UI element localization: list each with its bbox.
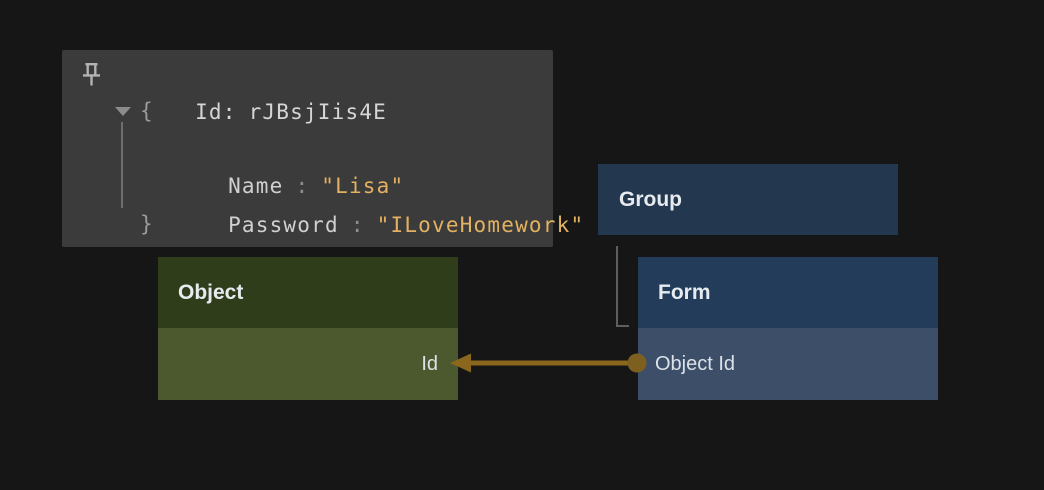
field-label-object-id: Object Id: [655, 352, 736, 375]
node-group-header[interactable]: Group: [598, 164, 898, 235]
node-form-field-object-id[interactable]: Object Id: [638, 328, 938, 400]
node-group-title: Group: [619, 187, 682, 211]
json-close-brace: }: [140, 212, 154, 236]
pin-icon[interactable]: [81, 62, 102, 88]
field-label-id: Id: [421, 352, 438, 375]
node-object-field-id[interactable]: Id: [158, 328, 458, 400]
json-open-brace: {: [140, 99, 154, 123]
node-object[interactable]: Object Id: [158, 257, 458, 400]
node-object-title: Object: [178, 280, 244, 304]
json-key: Password: [228, 213, 339, 237]
json-field-name: Name: "Lisa": [145, 129, 404, 198]
indent-guide-line: [121, 122, 123, 208]
json-key: Name: [228, 174, 284, 198]
node-form-header[interactable]: Form: [638, 257, 938, 328]
json-string-value: "Lisa": [321, 174, 405, 198]
node-group[interactable]: Group: [598, 164, 898, 235]
collapse-expander-icon[interactable]: [115, 107, 131, 116]
node-form[interactable]: Form Object Id: [638, 257, 938, 400]
json-field-password: Password: "ILoveHomework": [145, 168, 584, 237]
group-form-connector-horizontal: [616, 325, 629, 327]
json-colon: :: [295, 174, 310, 198]
node-form-title: Form: [658, 280, 711, 304]
node-object-header[interactable]: Object: [158, 257, 458, 328]
group-form-connector-vertical: [616, 246, 618, 326]
json-string-value: "ILoveHomework": [376, 213, 585, 237]
tooltip-id-label: Id:: [195, 100, 237, 124]
tooltip-id-value: rJBsjIis4E: [248, 100, 388, 124]
pinned-tooltip-panel: Id: rJBsjIis4E { Name: "Lisa" Password: "IL…: [62, 50, 583, 247]
tooltip-id-line: Id: rJBsjIis4E: [112, 55, 387, 124]
connection-object-id-to-id[interactable]: [450, 353, 647, 373]
json-colon: :: [350, 213, 365, 237]
